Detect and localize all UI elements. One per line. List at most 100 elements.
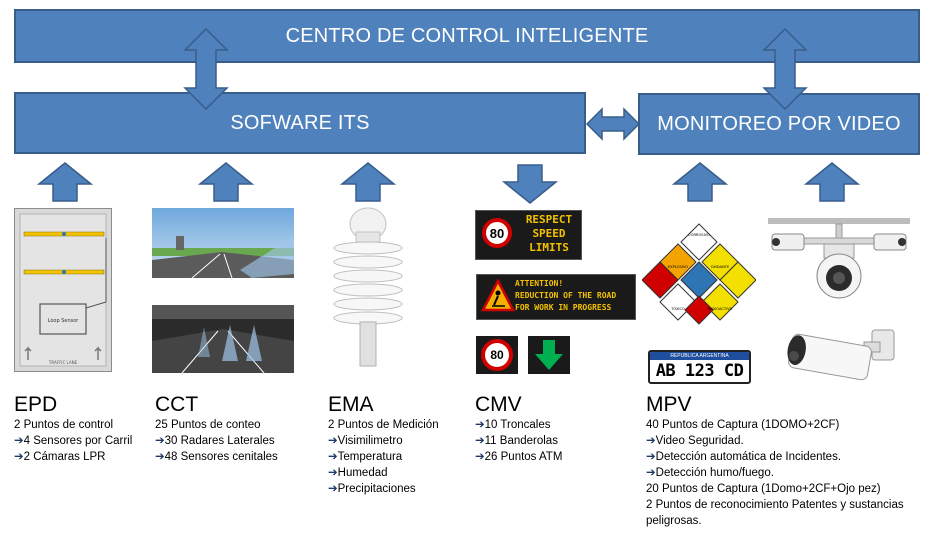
ema-detail-line: ➔Temperatura [328, 449, 439, 465]
arrow-up-cct [198, 162, 254, 202]
road-works-icon [481, 279, 515, 312]
arrow-up-mpv-right [804, 162, 860, 202]
arrow-bullet-icon: ➔ [646, 451, 656, 463]
mpv-details: 40 Puntos de Captura (1DOMO+2CF)➔Video S… [646, 417, 904, 529]
cmv-sign-speed-limits: 80 RESPECT SPEED LIMITS [475, 210, 582, 260]
epd-detail-line: 2 Puntos de control [14, 417, 132, 433]
double-arrow-vertical-left [183, 28, 229, 110]
cmv-title: CMV [475, 393, 522, 416]
mpv-detail-text: Video Seguridad. [655, 435, 744, 447]
arrow-bullet-icon: ➔ [475, 435, 485, 447]
mpv-detail-line: ➔Video Seguridad. [646, 433, 904, 449]
mpv-detail-line: 20 Puntos de Captura (1Domo+2CF+Ojo pez) [646, 481, 904, 497]
epd-detail-text: 4 Sensores por Carril [23, 435, 133, 447]
mpv-detail-line: peligrosas. [646, 513, 904, 529]
epd-loop-sensor-label: Loop Sensor [48, 318, 80, 324]
arrow-bullet-icon: ➔ [328, 451, 338, 463]
speed-limit-number: 80 [489, 225, 505, 241]
sign1-line-3: LIMITS [529, 241, 569, 254]
cmv-detail-line: ➔11 Banderolas [475, 433, 562, 449]
ema-detail-text: Visimilimetro [337, 435, 403, 447]
mpv-detail-text: Detección humo/fuego. [655, 467, 774, 479]
hazmat-label-radioactivo: RADIOACTIVO [708, 307, 733, 311]
ptz-dome-camera-mount [768, 218, 910, 299]
centro-control-label: CENTRO DE CONTROL INTELIGENTE [285, 24, 649, 47]
epd-traffic-lane-label: TRAFFIC LANE [48, 360, 78, 365]
cmv-detail-line: ➔10 Troncales [475, 417, 562, 433]
ema-detail-text: Humedad [337, 467, 388, 479]
ema-detail-line: ➔Visimilimetro [328, 433, 439, 449]
cct-detail-line: 25 Puntos de conteo [155, 417, 278, 433]
cct-details: 25 Puntos de conteo➔30 Radares Laterales… [155, 417, 278, 465]
monitoreo-video-label: MONITOREO POR VIDEO [657, 112, 901, 135]
ema-detail-line: ➔Precipitaciones [328, 481, 439, 497]
ema-detail-line: ➔Humedad [328, 465, 439, 481]
hazmat-label-toxico: TÓXICO [670, 306, 685, 311]
arrow-bullet-icon: ➔ [328, 467, 338, 479]
centro-control-box: CENTRO DE CONTROL INTELIGENTE [14, 9, 920, 63]
cmv-detail-text: 26 Puntos ATM [484, 451, 563, 463]
cct-detail-text: 25 Puntos de conteo [155, 419, 261, 431]
arrow-bullet-icon: ➔ [646, 435, 656, 447]
mpv-detail-text: 40 Puntos de Captura (1DOMO+2CF) [646, 419, 840, 431]
cmv-sign-road-works: ATTENTION! REDUCTION OF THE ROAD FOR WOR… [476, 274, 636, 320]
cct-detail-line: ➔30 Radares Laterales [155, 433, 278, 449]
ema-detail-line: 2 Puntos de Medición [328, 417, 439, 433]
software-its-box: SOFWARE ITS [14, 92, 586, 154]
mpv-detail-line: 40 Puntos de Captura (1DOMO+2CF) [646, 417, 904, 433]
plate-number-label: AB 123 CD [655, 361, 744, 381]
cct-detail-text: 48 Sensores cenitales [164, 451, 278, 463]
bullet-camera [787, 329, 895, 381]
epd-detail-text: 2 Cámaras LPR [23, 451, 106, 463]
ema-detail-text: Temperatura [337, 451, 403, 463]
cct-road-photo-top [152, 208, 294, 278]
cct-title: CCT [155, 393, 199, 416]
hazmat-label-corrosivo: CORROSIVO [688, 233, 710, 237]
epd-title: EPD [14, 393, 58, 416]
cmv-details: ➔10 Troncales➔11 Banderolas➔26 Puntos AT… [475, 417, 562, 465]
cmv-detail-text: 11 Banderolas [484, 435, 558, 447]
arrow-bullet-icon: ➔ [646, 467, 656, 479]
hazmat-label-explosivo: EXPLOSIVO [668, 265, 688, 269]
mpv-title: MPV [646, 393, 692, 416]
cct-detail-text: 30 Radares Laterales [164, 435, 275, 447]
ema-title: EMA [328, 393, 374, 416]
arrow-down-cmv [502, 164, 558, 204]
arrow-bullet-icon: ➔ [475, 451, 485, 463]
arrow-up-epd [37, 162, 93, 202]
mpv-detail-text: 2 Puntos de reconocimiento Patentes y su… [646, 499, 904, 511]
ema-details: 2 Puntos de Medición➔Visimilimetro➔Tempe… [328, 417, 439, 497]
epd-detail-line: ➔4 Sensores por Carril [14, 433, 132, 449]
cmv-sign-lane-control: 80 [476, 336, 570, 374]
epd-detail-line: ➔2 Cámaras LPR [14, 449, 132, 465]
epd-detail-text: 2 Puntos de control [14, 419, 114, 431]
sign2-line-1: ATTENTION! [515, 279, 564, 288]
cmv-detail-line: ➔26 Puntos ATM [475, 449, 562, 465]
ema-detail-text: Precipitaciones [337, 483, 416, 495]
mpv-detail-line: ➔Detección humo/fuego. [646, 465, 904, 481]
cct-tunnel-photo-bottom [152, 305, 294, 373]
arrow-bullet-icon: ➔ [155, 451, 165, 463]
cmv-detail-text: 10 Troncales [484, 419, 551, 431]
lane-speed-number: 80 [490, 348, 504, 362]
speed-limit-icon: 80 [482, 218, 512, 248]
sign2-line-2: REDUCTION OF THE ROAD [515, 291, 617, 300]
arrow-up-mpv-left [672, 162, 728, 202]
epd-details: 2 Puntos de control➔4 Sensores por Carri… [14, 417, 132, 465]
arrow-bullet-icon: ➔ [328, 435, 338, 447]
plate-country-label: REPUBLICA ARGENTINA [650, 352, 749, 360]
sign1-line-2: SPEED [532, 227, 566, 240]
sign2-line-3: FOR WORK IN PROGRESS [515, 303, 612, 312]
arrow-bullet-icon: ➔ [155, 435, 165, 447]
arrow-bullet-icon: ➔ [14, 451, 24, 463]
arrow-bullet-icon: ➔ [475, 419, 485, 431]
lane-open-arrow-icon [535, 340, 563, 370]
arrow-bullet-icon: ➔ [14, 435, 24, 447]
arrow-bullet-icon: ➔ [328, 483, 338, 495]
double-arrow-horizontal [586, 107, 640, 141]
hazmat-placards: CORROSIVO EXPLOSIVO OXIDANTE TÓXICO RADI… [642, 223, 756, 325]
cct-detail-line: ➔48 Sensores cenitales [155, 449, 278, 465]
double-arrow-vertical-right [762, 28, 808, 110]
lane-speed-icon: 80 [481, 339, 513, 371]
hazmat-label-oxidante: OXIDANTE [711, 265, 730, 269]
